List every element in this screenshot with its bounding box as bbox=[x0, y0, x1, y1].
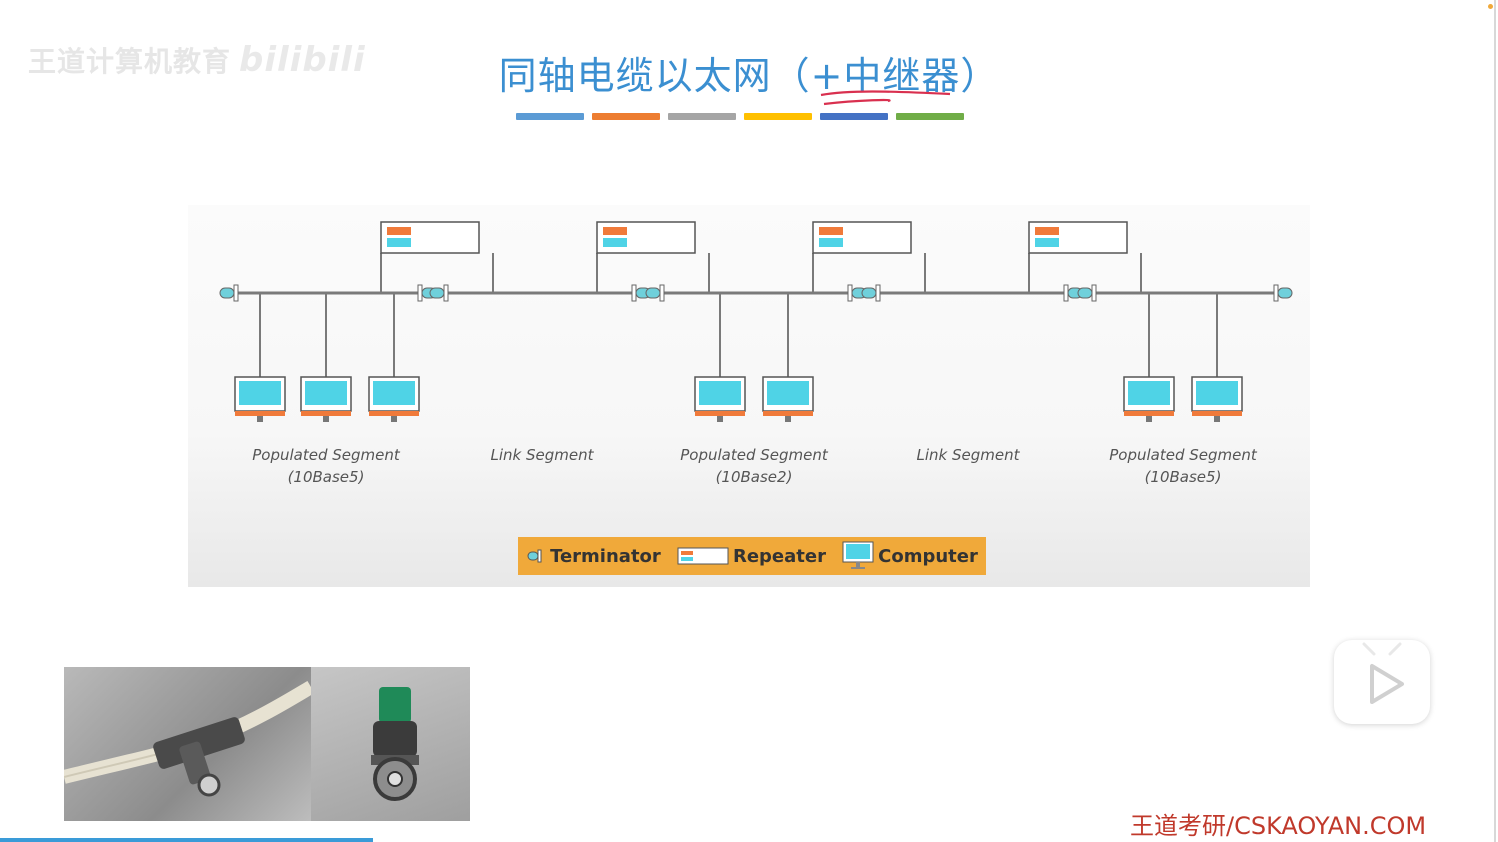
computer-icon bbox=[842, 541, 874, 569]
repeater-panel bbox=[387, 238, 411, 247]
terminator bbox=[1077, 284, 1097, 302]
segment-sublabel: (10Base2) bbox=[716, 468, 793, 486]
computer-stand bbox=[1214, 416, 1220, 422]
computer-screen bbox=[767, 381, 809, 405]
legend-computer-label: Computer bbox=[878, 545, 978, 567]
watermark-logo: bilibili bbox=[239, 40, 366, 80]
title-close: ） bbox=[960, 54, 1000, 98]
computer-base bbox=[369, 411, 419, 416]
window-edge bbox=[1494, 0, 1496, 842]
watermark-text: 王道计算机教育 bbox=[28, 45, 232, 78]
segment-sublabel: (10Base5) bbox=[288, 468, 365, 486]
play-icon bbox=[1362, 642, 1404, 704]
repeater bbox=[812, 221, 912, 254]
repeater-light bbox=[1035, 227, 1059, 235]
computer-stand bbox=[785, 416, 791, 422]
page-title: 同轴电缆以太网（+中继器） bbox=[0, 45, 1498, 100]
bnc-terminator-photo bbox=[311, 667, 470, 821]
color-bar-swatch bbox=[896, 113, 964, 120]
legend-repeater-label: Repeater bbox=[732, 545, 826, 567]
computer-base bbox=[695, 411, 745, 416]
computer-stand bbox=[717, 416, 723, 422]
terminator bbox=[429, 284, 449, 302]
computer-base bbox=[301, 411, 351, 416]
legend-computer: Computer bbox=[842, 541, 978, 571]
computer-stand bbox=[323, 416, 329, 422]
computer-stand bbox=[1146, 416, 1152, 422]
segment-label: Link Segment bbox=[491, 446, 595, 464]
repeater-icon bbox=[677, 547, 729, 565]
bnc-t-connector-photo bbox=[64, 667, 311, 821]
computer-base bbox=[235, 411, 285, 416]
color-bar-swatch bbox=[516, 113, 584, 120]
computer-base bbox=[763, 411, 813, 416]
repeater-light bbox=[387, 227, 411, 235]
segment-label: Populated Segment bbox=[1109, 446, 1258, 464]
repeater bbox=[380, 221, 480, 254]
computer-screen bbox=[699, 381, 741, 405]
repeater-panel bbox=[1035, 238, 1059, 247]
terminator bbox=[1273, 284, 1293, 302]
computer-screen bbox=[239, 381, 281, 405]
title-color-bar bbox=[516, 113, 964, 120]
title-main: 同轴电缆以太网（ bbox=[498, 54, 811, 98]
repeater-light bbox=[819, 227, 843, 235]
repeater bbox=[596, 221, 696, 254]
repeater-light bbox=[603, 227, 627, 235]
repeater bbox=[1028, 221, 1128, 254]
terminator-icon bbox=[527, 549, 542, 563]
computer-stand bbox=[391, 416, 397, 422]
terminator bbox=[861, 284, 881, 302]
color-bar-swatch bbox=[592, 113, 660, 120]
computer-screen bbox=[373, 381, 415, 405]
computer-base bbox=[1192, 411, 1242, 416]
segment-label: Populated Segment bbox=[680, 446, 829, 464]
repeater-panel bbox=[819, 238, 843, 247]
video-progress-bar[interactable] bbox=[0, 838, 373, 842]
computer-screen bbox=[1196, 381, 1238, 405]
terminator bbox=[219, 284, 239, 302]
legend-repeater: Repeater bbox=[677, 546, 826, 567]
segment-label: Link Segment bbox=[917, 446, 1021, 464]
computer-screen bbox=[305, 381, 347, 405]
terminator bbox=[645, 284, 665, 302]
segment-sublabel: (10Base5) bbox=[1145, 468, 1222, 486]
computer-stand bbox=[257, 416, 263, 422]
play-button[interactable] bbox=[1334, 640, 1430, 724]
segment-label: Populated Segment bbox=[252, 446, 401, 464]
legend-terminator-label: Terminator bbox=[550, 545, 661, 567]
computer-base bbox=[1124, 411, 1174, 416]
network-diagram: Populated Segment (10Base5) Link Segment Po… bbox=[219, 221, 1293, 486]
color-bar-swatch bbox=[820, 113, 888, 120]
color-bar-swatch bbox=[744, 113, 812, 120]
footer-brand: 王道考研/CSKAOYAN.COM bbox=[1130, 812, 1427, 840]
color-bar-swatch bbox=[668, 113, 736, 120]
repeater-panel bbox=[603, 238, 627, 247]
status-dot bbox=[1488, 4, 1493, 9]
diagram-legend: Terminator Repeater Computer bbox=[518, 537, 986, 575]
handwritten-underline bbox=[820, 90, 951, 106]
computer-screen bbox=[1128, 381, 1170, 405]
legend-terminator: Terminator bbox=[526, 546, 661, 567]
